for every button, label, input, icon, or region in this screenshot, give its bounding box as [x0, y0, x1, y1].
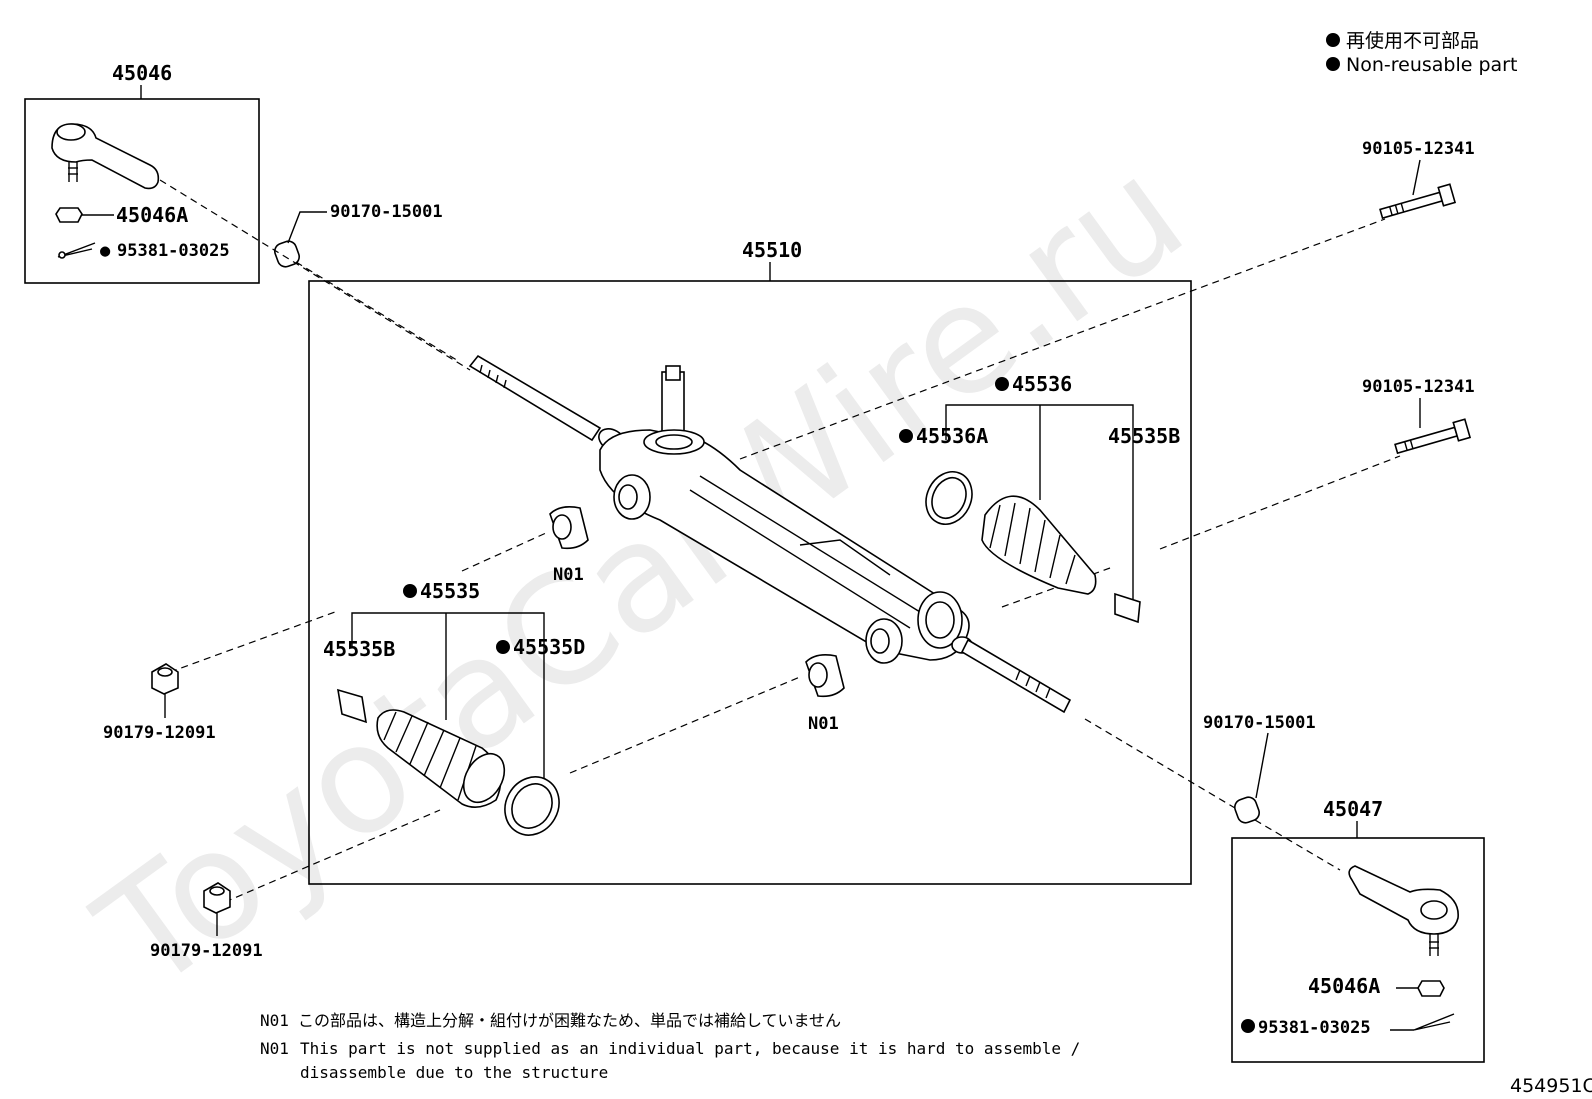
- note-en-line2: disassemble due to the structure: [300, 1063, 608, 1082]
- boot-rh-icon: [981, 495, 1097, 595]
- legend-text-en: Non-reusable part: [1346, 54, 1517, 76]
- bolt-90105-mid-icon: [1394, 418, 1472, 455]
- bush-n01-lower-group: N01: [805, 654, 845, 734]
- notes: N01 この部品は、構造上分解・組付けが困難なため、単品では補給していません N…: [260, 1011, 1080, 1082]
- box-45510: [308, 280, 1192, 885]
- label-90170-15001-top: 90170-15001: [330, 202, 443, 222]
- legend-dot-jp: [1326, 33, 1340, 47]
- label-95381-03025-lh: 95381-03025: [117, 241, 230, 261]
- tie-rod-end-lh-group: 45046 45046A ● 95381-03025: [24, 61, 260, 284]
- label-45535: 45535: [420, 579, 480, 603]
- nut-90170-top-group: 90170-15001: [274, 202, 443, 268]
- boot-clip-rh-icon: [1114, 592, 1141, 624]
- label-90105-12341-top: 90105-12341: [1362, 139, 1475, 159]
- label-45047: 45047: [1323, 797, 1383, 821]
- label-45535B-rh: 45535B: [1108, 424, 1180, 448]
- label-n01-upper: N01: [553, 565, 584, 585]
- bolt-90105-mid-group: 90105-12341: [1362, 377, 1475, 455]
- label-95381-flag-lh: ●: [100, 241, 111, 261]
- cotter-pin-rh-icon: [1413, 1013, 1455, 1031]
- label-45510: 45510: [742, 238, 802, 262]
- boot-kit-rh-group: 45536 45536A 45535B: [899, 372, 1180, 624]
- bolt-90105-top-group: 90105-12341: [1362, 139, 1475, 220]
- nut-90170-lower-icon: [1234, 796, 1260, 824]
- dashed-leaders: [159, 179, 1401, 903]
- label-45535D: 45535D: [513, 635, 585, 659]
- box-45047: [1231, 837, 1485, 1063]
- boot-clip-lh-icon: [337, 688, 367, 724]
- bush-n01-upper-group: N01: [549, 506, 589, 585]
- note-jp-code: N01: [260, 1011, 289, 1030]
- bush-n01-upper-icon: [549, 506, 589, 550]
- lock-nut-lh-icon: [55, 207, 114, 223]
- legend: 再使用不可部品 Non-reusable part: [1326, 30, 1517, 76]
- steering-rack-icon: [468, 354, 1072, 714]
- diagram-id: 454951C: [1510, 1075, 1592, 1097]
- tie-rod-end-lh-icon: [51, 123, 160, 190]
- box-45046: [24, 98, 260, 284]
- tie-rod-end-rh-icon: [1348, 865, 1459, 956]
- nut-90179-upper-group: 90179-12091: [103, 663, 216, 743]
- label-45046: 45046: [112, 61, 172, 85]
- boot-kit-lh-group: 45535 45535B 45535D: [323, 579, 585, 836]
- nut-90179-lower-group: 90179-12091: [150, 882, 263, 961]
- label-n01-lower: N01: [808, 714, 839, 734]
- label-90170-15001-lower: 90170-15001: [1203, 713, 1316, 733]
- label-90179-12091-lower: 90179-12091: [150, 941, 263, 961]
- label-45046A-rh: 45046A: [1308, 974, 1380, 998]
- note-jp-text: この部品は、構造上分解・組付けが困難なため、単品では補給していません: [298, 1011, 841, 1030]
- label-95381-03025-rh: 95381-03025: [1258, 1018, 1371, 1038]
- label-45536: 45536: [1012, 372, 1072, 396]
- label-45535B-lh: 45535B: [323, 637, 395, 661]
- bush-n01-lower-icon: [805, 654, 845, 698]
- nut-90170-top-icon: [274, 240, 300, 268]
- lock-nut-rh-icon: [1417, 980, 1445, 997]
- note-en-line1: This part is not supplied as an individu…: [300, 1039, 1080, 1058]
- bolt-90105-top-icon: [1379, 183, 1457, 220]
- label-90179-12091-upper: 90179-12091: [103, 723, 216, 743]
- nut-90170-lower-group: 90170-15001: [1203, 713, 1316, 824]
- legend-text-jp: 再使用不可部品: [1346, 30, 1479, 52]
- label-45536A: 45536A: [916, 424, 988, 448]
- label-90105-12341-mid: 90105-12341: [1362, 377, 1475, 397]
- note-en-code: N01: [260, 1039, 289, 1058]
- tie-rod-end-rh-group: 45047 45046A ● 95381-03025: [1231, 797, 1485, 1063]
- cotter-pin-lh-icon: [57, 242, 96, 259]
- label-45046A-lh: 45046A: [116, 203, 188, 227]
- legend-dot-en: [1326, 57, 1340, 71]
